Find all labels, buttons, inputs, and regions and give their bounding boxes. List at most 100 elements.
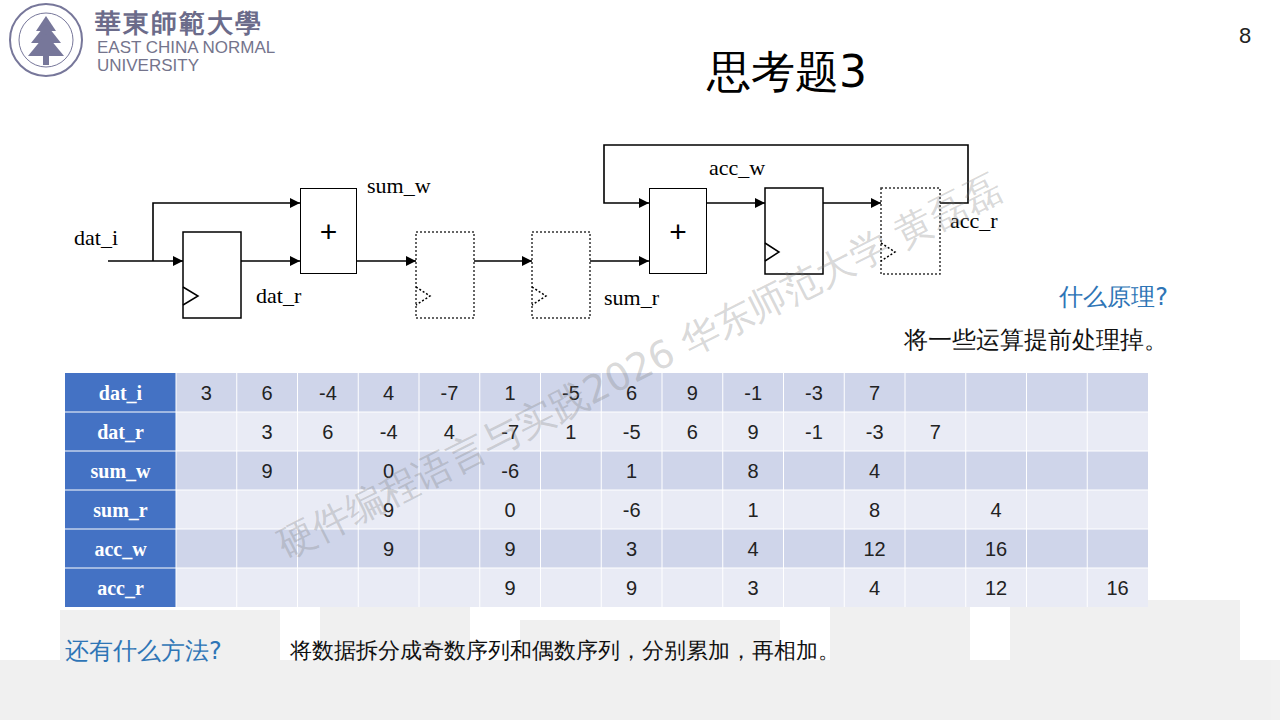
table-cell: 8 bbox=[723, 459, 784, 483]
answer-text: 将数据拆分成奇数序列和偶数序列，分别累加，再相加。 bbox=[290, 638, 1070, 664]
table-cell: -3 bbox=[844, 420, 905, 444]
table-cell: 9 bbox=[480, 576, 541, 600]
page-number: 8 bbox=[1220, 23, 1270, 49]
table-cell: 16 bbox=[1087, 576, 1148, 600]
clock-symbol bbox=[416, 287, 430, 305]
university-name: EAST CHINA NORMAL bbox=[97, 38, 327, 58]
table-header: sum_r bbox=[65, 498, 176, 522]
table-cell: 3 bbox=[237, 420, 298, 444]
table-header: dat_r bbox=[65, 420, 176, 444]
table-cell: 3 bbox=[601, 537, 662, 561]
table-cell: 6 bbox=[298, 420, 359, 444]
signal-name: dat_i bbox=[74, 225, 164, 251]
wire bbox=[590, 260, 649, 262]
table-cell: 0 bbox=[480, 498, 541, 522]
university-name: UNIVERSITY bbox=[97, 56, 327, 76]
table-cell: 8 bbox=[844, 498, 905, 522]
wire bbox=[474, 260, 532, 262]
table-cell: 12 bbox=[966, 576, 1027, 600]
building-silhouette bbox=[60, 610, 280, 720]
table-cell: 12 bbox=[844, 537, 905, 561]
table-cell: 6 bbox=[662, 420, 723, 444]
table-cell: 1 bbox=[541, 420, 602, 444]
register-box bbox=[881, 188, 940, 274]
table-cell: 4 bbox=[966, 498, 1027, 522]
table-grid-line bbox=[65, 568, 1148, 569]
wire bbox=[707, 202, 765, 204]
table-cell: -6 bbox=[480, 459, 541, 483]
university-name: 華東師範大學 bbox=[95, 8, 315, 39]
university-seal bbox=[10, 4, 82, 76]
table-grid-line bbox=[65, 412, 1148, 413]
register-box bbox=[183, 232, 241, 318]
table-cell: -7 bbox=[419, 381, 480, 405]
table-cell: -4 bbox=[298, 381, 359, 405]
table-cell: 9 bbox=[480, 537, 541, 561]
seal-tree bbox=[28, 34, 64, 56]
building-silhouette bbox=[520, 620, 780, 720]
table-cell: 9 bbox=[723, 420, 784, 444]
signal-name: dat_r bbox=[256, 283, 346, 309]
table-cell: 9 bbox=[358, 498, 419, 522]
timing-table bbox=[65, 373, 1148, 607]
wire bbox=[153, 203, 300, 261]
table-grid-line bbox=[65, 529, 1148, 530]
table-cell: 9 bbox=[237, 459, 298, 483]
table-cell: -1 bbox=[784, 420, 845, 444]
table-cell: 1 bbox=[601, 459, 662, 483]
table-cell: 4 bbox=[844, 576, 905, 600]
table-cell: 9 bbox=[358, 537, 419, 561]
clock-symbol bbox=[765, 243, 779, 261]
table-cell: 7 bbox=[844, 381, 905, 405]
table-header: dat_i bbox=[65, 381, 176, 405]
table-grid-line bbox=[65, 490, 1148, 491]
table-cell: -6 bbox=[601, 498, 662, 522]
table-cell: 9 bbox=[601, 576, 662, 600]
table-cell: 9 bbox=[662, 381, 723, 405]
table-cell: 3 bbox=[723, 576, 784, 600]
operator-symbol: + bbox=[320, 215, 338, 248]
table-cell: 1 bbox=[723, 498, 784, 522]
clock-symbol bbox=[183, 287, 198, 305]
table-cell: 4 bbox=[358, 381, 419, 405]
signal-name: sum_w bbox=[367, 173, 457, 199]
clock-symbol bbox=[881, 243, 895, 261]
table-cell: 1 bbox=[480, 381, 541, 405]
seal-ring bbox=[10, 4, 82, 76]
adder-box: + bbox=[300, 188, 357, 274]
seal-ring bbox=[19, 13, 73, 67]
building-silhouette bbox=[1010, 600, 1240, 720]
slide-title: 思考题3 bbox=[587, 46, 987, 99]
table-cell: 3 bbox=[176, 381, 237, 405]
table-header: acc_w bbox=[65, 537, 176, 561]
table-cell: -1 bbox=[723, 381, 784, 405]
table-cell: 6 bbox=[601, 381, 662, 405]
question-text: 还有什么方法? bbox=[65, 637, 285, 666]
table-cell: 0 bbox=[358, 459, 419, 483]
wire bbox=[241, 260, 300, 262]
signal-name: acc_r bbox=[950, 208, 1040, 234]
table-header: acc_r bbox=[65, 576, 176, 600]
table-cell: 4 bbox=[844, 459, 905, 483]
table-header: sum_w bbox=[65, 459, 176, 483]
signal-name: acc_w bbox=[709, 155, 799, 181]
question-text: 什么原理? bbox=[900, 283, 1168, 312]
table-grid-line bbox=[65, 451, 1148, 452]
table-cell: 6 bbox=[237, 381, 298, 405]
wires bbox=[108, 145, 968, 261]
table-cell: 4 bbox=[419, 420, 480, 444]
register-box bbox=[765, 188, 823, 274]
table-cell: -5 bbox=[601, 420, 662, 444]
wire bbox=[357, 260, 416, 262]
seal-tree bbox=[43, 56, 49, 65]
answer-text: 将一些运算提前处理掉。 bbox=[800, 326, 1168, 355]
operator-symbol: + bbox=[669, 215, 687, 248]
table-cell: -4 bbox=[358, 420, 419, 444]
table-cell: -5 bbox=[541, 381, 602, 405]
table-cell: 4 bbox=[723, 537, 784, 561]
table-cell: -3 bbox=[784, 381, 845, 405]
signal-name: sum_r bbox=[604, 285, 694, 311]
